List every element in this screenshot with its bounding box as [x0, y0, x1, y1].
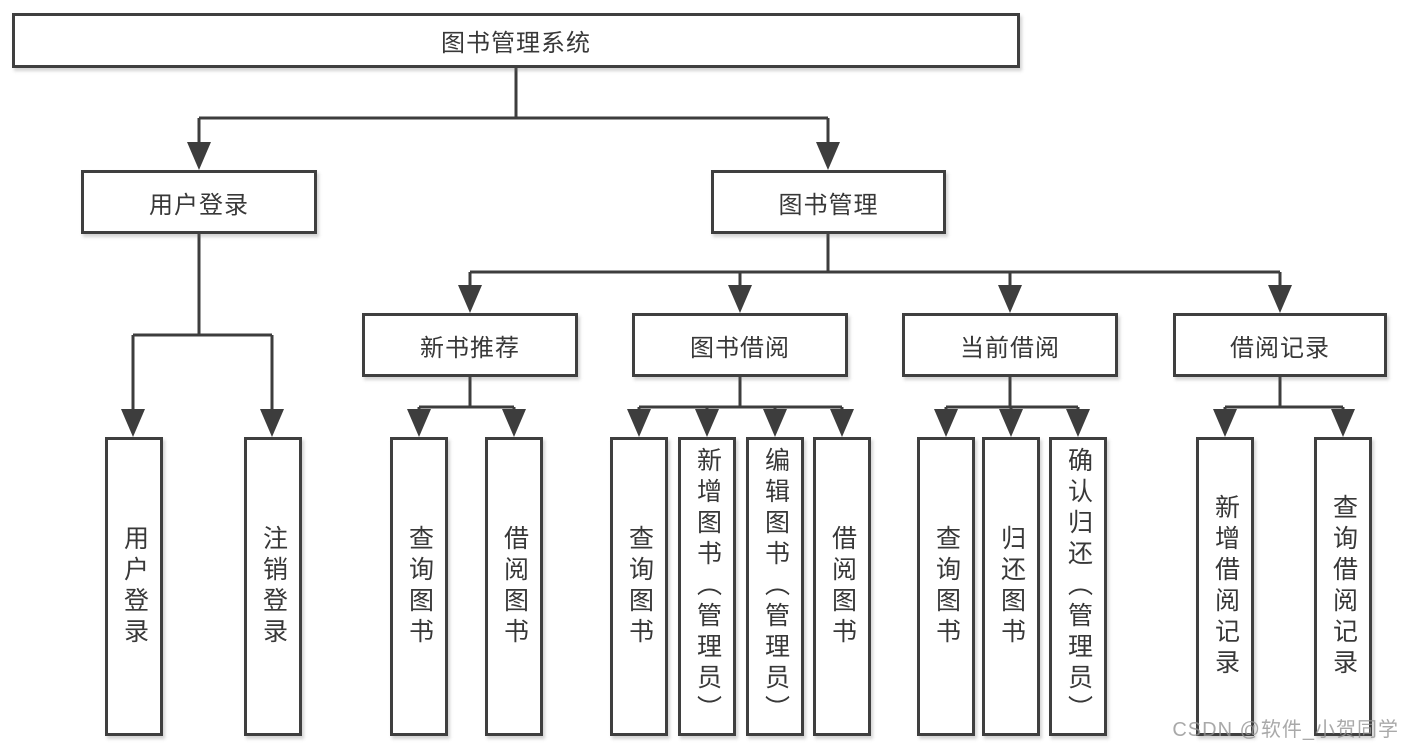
node-book-management: 图书管理: [711, 170, 946, 234]
node-label: 借阅图书: [828, 524, 857, 649]
node-label: 新增图书（管理员）: [693, 447, 722, 726]
node-leaf-confirm-return-admin: 确认归还（管理员）: [1049, 437, 1107, 736]
node-leaf-user-login: 用户登录: [105, 437, 163, 736]
node-label: 新增借阅记录: [1211, 493, 1240, 680]
node-leaf-query-borrow-record: 查询借阅记录: [1314, 437, 1372, 736]
node-label: 用户登录: [149, 191, 249, 219]
node-label: 图书借阅: [690, 334, 790, 362]
node-label: 查询图书: [932, 524, 961, 649]
connector-new-books-to-leaves: [407, 377, 526, 437]
csdn-watermark: CSDN @软件_小贺同学: [1172, 719, 1399, 741]
connector-borrow-records-to-leaves: [1213, 377, 1355, 437]
node-borrow-records: 借阅记录: [1173, 313, 1387, 377]
node-label: 确认归还（管理员）: [1064, 447, 1093, 726]
node-leaf-add-book-admin: 新增图书（管理员）: [678, 437, 736, 736]
node-leaf-query-books-current: 查询图书: [917, 437, 975, 736]
node-label: 归还图书: [997, 524, 1026, 649]
connector-book-borrow-to-leaves: [627, 377, 854, 437]
connector-root-to-level2: [187, 68, 840, 170]
node-label: 新书推荐: [420, 334, 520, 362]
node-new-book-recommend: 新书推荐: [362, 313, 578, 377]
node-leaf-query-books-borrow: 查询图书: [610, 437, 668, 736]
node-current-borrow: 当前借阅: [902, 313, 1118, 377]
node-leaf-borrow-book: 借阅图书: [813, 437, 871, 736]
node-label: 图书管理: [778, 191, 879, 219]
node-label: 当前借阅: [960, 334, 1060, 362]
node-label: 借阅记录: [1230, 334, 1330, 362]
node-label: 借阅图书: [500, 524, 529, 649]
connector-user-login-to-leaves: [121, 234, 284, 437]
node-label: 注销登录: [259, 524, 288, 649]
connector-book-mgmt-to-level3: [458, 234, 1292, 313]
node-leaf-return-book: 归还图书: [982, 437, 1040, 736]
node-book-borrow: 图书借阅: [632, 313, 848, 377]
node-leaf-edit-book-admin: 编辑图书（管理员）: [746, 437, 804, 736]
node-leaf-query-books-recommend: 查询图书: [390, 437, 448, 736]
node-label: 查询图书: [405, 524, 434, 649]
node-label: 用户登录: [120, 524, 149, 649]
node-user-login: 用户登录: [81, 170, 317, 234]
node-label: 图书管理系统: [441, 30, 591, 57]
node-root-library-system: 图书管理系统: [12, 13, 1020, 68]
node-leaf-borrow-books-recommend: 借阅图书: [485, 437, 543, 736]
node-leaf-add-borrow-record: 新增借阅记录: [1196, 437, 1254, 736]
node-label: 查询图书: [625, 524, 654, 649]
node-label: 查询借阅记录: [1329, 493, 1358, 680]
node-label: 编辑图书（管理员）: [761, 447, 790, 726]
connector-current-borrow-to-leaves: [934, 377, 1090, 437]
node-leaf-logout: 注销登录: [244, 437, 302, 736]
